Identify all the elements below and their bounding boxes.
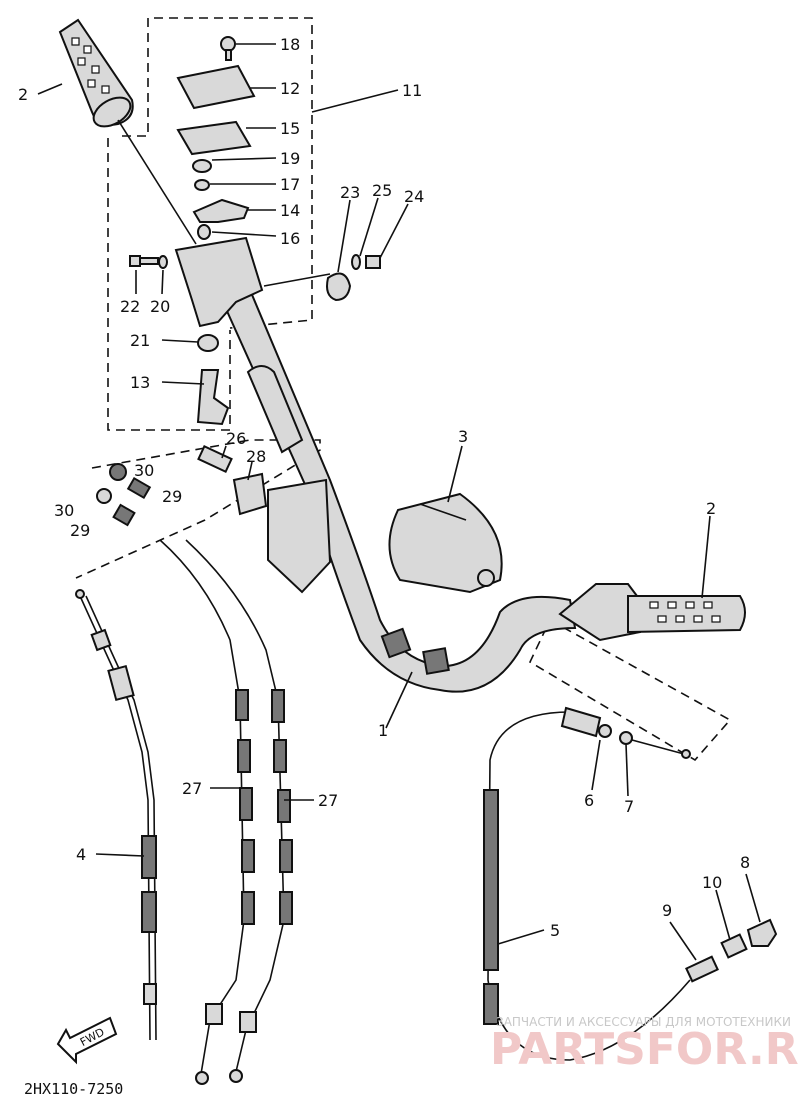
switch-housing (174, 236, 264, 328)
left-grip (58, 18, 134, 128)
part-22-screw (129, 255, 159, 267)
label-27-right: 27 (318, 791, 338, 810)
label-8: 8 (740, 853, 750, 872)
watermark-tagline: ЗАПЧАСТИ И АКСЕССУАРЫ ДЛЯ МОТОТЕХНИКИ (496, 1015, 791, 1029)
label-13: 13 (130, 373, 150, 392)
label-30-right: 30 (134, 461, 154, 480)
part-28 (232, 472, 268, 516)
label-2: 2 (18, 85, 28, 104)
label-4: 4 (76, 845, 86, 864)
label-17: 17 (280, 175, 300, 194)
part-20 (158, 255, 168, 269)
label-26: 26 (226, 429, 246, 448)
part-21 (197, 334, 219, 352)
watermark-logo: PARTSFOR.RU (490, 1024, 800, 1075)
label-15: 15 (280, 119, 300, 138)
label-16: 16 (280, 229, 300, 248)
handlebar (220, 288, 577, 693)
part-17 (194, 179, 210, 191)
part-16 (197, 224, 211, 240)
label-9: 9 (662, 901, 672, 920)
label-29-left: 29 (70, 521, 90, 540)
part-12-cover (176, 64, 256, 110)
parts-9-10-8 (685, 918, 778, 983)
cable-27-right (185, 539, 293, 1083)
label-11: 11 (402, 81, 422, 100)
part-labels: 2 18 12 11 15 19 17 23 25 24 14 16 22 20… (18, 35, 750, 940)
label-24: 24 (404, 187, 424, 206)
label-6: 6 (584, 791, 594, 810)
label-3: 3 (458, 427, 468, 446)
part-18-screw (220, 36, 236, 61)
part-3-housing (388, 492, 503, 594)
part-14 (192, 198, 250, 223)
label-23: 23 (340, 183, 360, 202)
part-13-lever (196, 369, 230, 426)
cable-27-left (159, 539, 255, 1085)
label-22: 22 (120, 297, 140, 316)
label-20: 20 (150, 297, 170, 316)
part-15-gasket (176, 120, 252, 156)
part-19 (192, 159, 212, 173)
label-7: 7 (624, 797, 634, 816)
label-27-left: 27 (182, 779, 202, 798)
label-10: 10 (702, 873, 722, 892)
group-box-cable (75, 439, 321, 579)
right-grip (558, 583, 746, 642)
label-12: 12 (280, 79, 300, 98)
label-28: 28 (246, 447, 266, 466)
label-18: 18 (280, 35, 300, 54)
label-29-right: 29 (162, 487, 182, 506)
group-box-throttle (528, 619, 732, 762)
parts-23-25-24 (326, 254, 381, 302)
parts-30-29 (96, 463, 152, 527)
leader-lines (37, 43, 761, 961)
label-2-right: 2 (706, 499, 716, 518)
label-25: 25 (372, 181, 392, 200)
label-21: 21 (130, 331, 150, 350)
group-box-upper (107, 17, 313, 431)
label-1: 1 (378, 721, 388, 740)
label-5: 5 (550, 921, 560, 940)
label-30-left: 30 (54, 501, 74, 520)
label-14: 14 (280, 201, 300, 220)
cable-bracket (267, 478, 332, 594)
cable-4 (75, 589, 157, 1041)
part-26 (197, 444, 233, 474)
throttle-cable-5 (483, 706, 691, 1061)
fwd-arrow: FWD (56, 1016, 118, 1065)
diagram-code: 2HX110-7250 (24, 1080, 123, 1098)
label-19: 19 (280, 149, 300, 168)
